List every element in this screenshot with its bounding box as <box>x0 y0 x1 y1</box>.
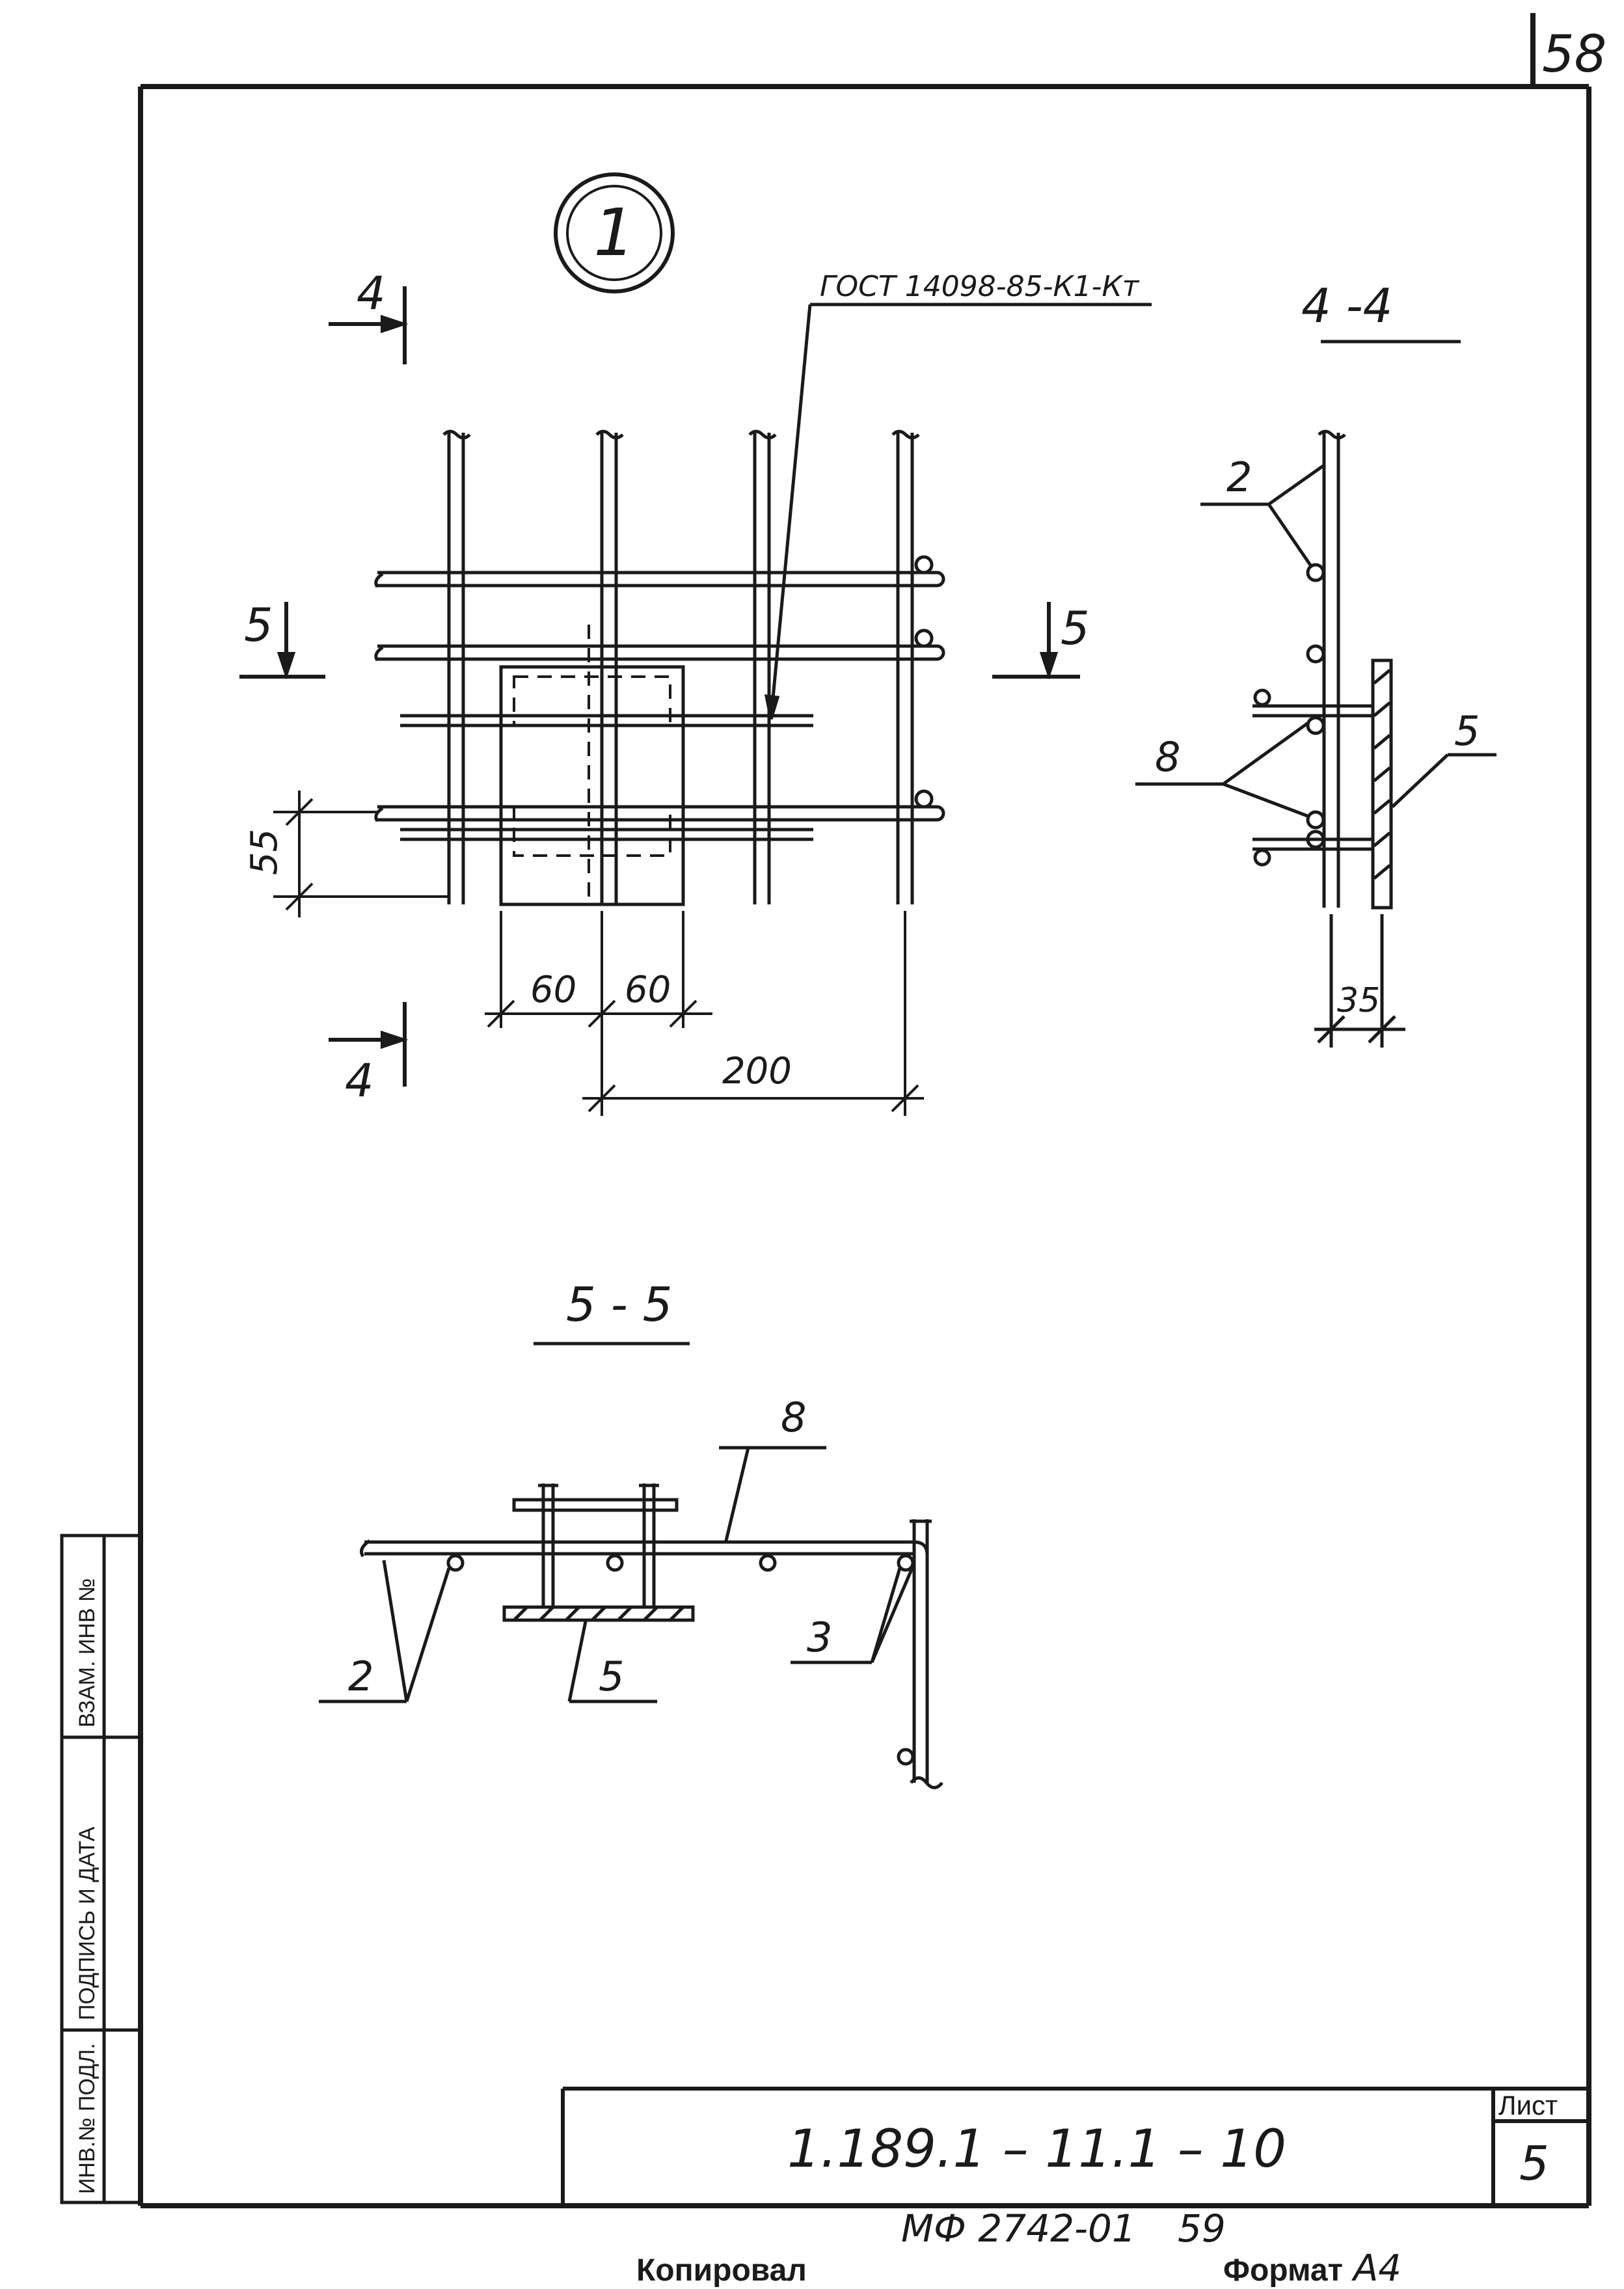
title-block-sheet-number: 5 <box>1519 2136 1549 2191</box>
section-5-5: 5 - 5 <box>319 1277 943 1789</box>
section-5-5-callout-8: 8 <box>781 1394 806 1441</box>
cut-marker-4-top <box>329 286 409 364</box>
detail-1-view: 1 ГОСТ 14098-85-К1-Кт <box>239 172 1152 1116</box>
section-4-4-title: 4 -4 <box>1301 278 1392 333</box>
embedded-plate <box>499 625 685 906</box>
footer-format-value: А4 <box>1351 2247 1401 2289</box>
dim-60-left: 60 <box>530 969 576 1011</box>
cut-5-label-right: 5 <box>1061 602 1090 655</box>
side-stamp <box>60 1534 142 2204</box>
side-stamp-vzam-inv: ВЗАМ. ИНВ № <box>75 1578 100 1727</box>
title-block <box>561 2087 1589 2206</box>
cut-4-label-bottom: 4 <box>345 1054 374 1107</box>
section-5-5-callout-5: 5 <box>599 1653 624 1700</box>
section-4-4-callout-5: 5 <box>1454 707 1480 755</box>
section-5-5-callout-3: 3 <box>807 1614 832 1661</box>
section-4-4-callout-2: 2 <box>1226 454 1252 501</box>
side-stamp-inv-podl: ИНВ.№ ПОДЛ. <box>75 2043 100 2194</box>
cut-marker-5-right <box>992 602 1080 680</box>
section-4-4-callout-8: 8 <box>1155 733 1180 781</box>
detail-marker-inner <box>566 185 662 281</box>
footer-format-label: Формат <box>1223 2253 1343 2288</box>
weld-note-leader <box>764 303 1152 720</box>
dim-55: 55 <box>243 829 286 875</box>
dim-200: 200 <box>722 1050 792 1092</box>
footer-order-number: МФ 2742-01 <box>901 2206 1136 2251</box>
weld-note: ГОСТ 14098-85-К1-Кт <box>820 270 1140 303</box>
title-block-designation: 1.189.1 – 11.1 – 10 <box>787 2119 1286 2179</box>
cut-4-label-top: 4 <box>357 267 386 320</box>
detail-marker-outer <box>554 172 675 293</box>
dimension-lines <box>273 791 924 1116</box>
section-5-5-drawing <box>319 1446 943 1789</box>
section-4-4: 4 -4 <box>1135 278 1496 1048</box>
footer-copied-by: Копировал <box>636 2253 807 2288</box>
section-4-4-dim-35: 35 <box>1337 981 1380 1020</box>
section-5-5-callout-2: 2 <box>348 1653 373 1700</box>
detail-marker-number: 1 <box>593 195 635 271</box>
dim-60-right: 60 <box>625 969 671 1011</box>
side-stamp-signature-date: ПОДПИСЬ И ДАТА <box>75 1826 100 2020</box>
cut-5-label-left: 5 <box>244 599 273 652</box>
sheet-corner-number: 58 <box>1542 25 1606 84</box>
cut-marker-4-bottom <box>329 1002 409 1087</box>
footer-order-page: 59 <box>1178 2206 1226 2251</box>
cut-marker-5-left <box>239 602 325 680</box>
horizontal-bars <box>374 555 945 841</box>
title-block-sheet-label: Лист <box>1498 2090 1558 2120</box>
section-5-5-title: 5 - 5 <box>566 1277 672 1332</box>
section-4-4-drawing <box>1135 429 1496 1048</box>
